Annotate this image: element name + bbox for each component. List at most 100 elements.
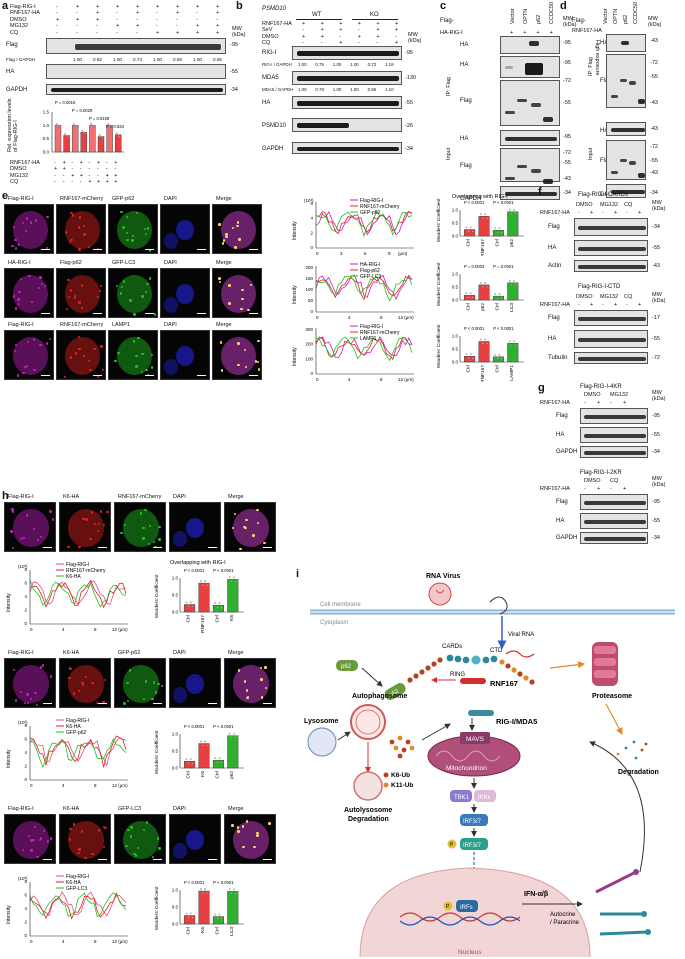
panel-b-row-mark: + [320, 21, 324, 27]
scale-bar [153, 546, 162, 548]
panel-b-q1-label: RIG-I / GAPDH [262, 62, 292, 67]
puncta [237, 669, 241, 672]
panel-a-bar-point [101, 137, 104, 139]
puncta [121, 285, 124, 289]
panel-a-bar-point [108, 124, 111, 127]
panel-b-gapdh-blot [292, 142, 402, 154]
panel-a-bar [80, 132, 87, 153]
puncta [71, 214, 75, 217]
panel-e-bar-point [471, 296, 474, 299]
panel-h-bars-title: Overlapping with RIG-I [170, 560, 226, 566]
panel-f-treatment: CQ [624, 202, 633, 208]
panel-h-legend-label: RNF167-mCherry [66, 568, 106, 574]
scale-bar [41, 374, 50, 376]
panel-h-pvalue: P < 0.0001 [213, 724, 234, 729]
panel-h-tile-title: K6-HA [63, 650, 80, 656]
puncta [225, 235, 228, 239]
panel-h-profile-y-tick: 6 [24, 581, 27, 586]
panel-i-schematic: Cell membrane Cytoplasm RNA Virus Viral … [304, 573, 675, 957]
panel-a-bar [54, 125, 62, 153]
panel-h-bars-y-tick: 0.0 [172, 610, 179, 615]
puncta [156, 837, 160, 840]
puncta [239, 547, 242, 551]
panel-e-bar-label: Ctrl [466, 365, 472, 372]
panel-h-bar-point [214, 913, 217, 916]
cytoplasm-label: Cytoplasm [320, 620, 348, 626]
panel-a-bottom-row-mark: + [88, 179, 92, 186]
panel-h-micrograph [114, 502, 166, 552]
panel-h-profile-ymax: (10³) [18, 876, 28, 881]
panel-g-mw-title: MW (kDa) [652, 476, 666, 488]
panel-e-profile-y-tick: 200 [305, 342, 313, 347]
panel-e-bars-y-tick: 1.0 [452, 208, 459, 213]
proteasome-label: Proteasome [592, 693, 632, 700]
panel-a-bottom-row-mark: + [54, 166, 58, 173]
panel-b-q1-value: 0.75 [315, 62, 324, 67]
puncta [50, 675, 53, 678]
puncta [51, 518, 55, 521]
puncta [145, 821, 149, 824]
panel-h-tile-title: K6-HA [63, 806, 80, 812]
puncta [102, 845, 105, 849]
panel-d-band [629, 161, 636, 165]
panel-e-tile-title: Merge [216, 260, 232, 266]
panel-d-blot [606, 184, 646, 198]
scale-bar [93, 374, 102, 376]
puncta [93, 347, 96, 351]
panel-e-bar-point [467, 296, 470, 299]
puncta [243, 348, 247, 352]
puncta [257, 339, 260, 343]
panel-b-row-mark: + [395, 27, 399, 34]
panel-c-blot-label: Flag [460, 163, 472, 169]
panel-a-row-label: Flag-RIG-I [10, 4, 36, 10]
panel-h-bars-y-tick: 0.5 [172, 593, 179, 598]
panel-g-blot-label: Flag [556, 413, 568, 419]
panel-e-bar-point [508, 340, 511, 343]
panel-a-bottom-row-mark: - [71, 179, 74, 186]
puncta [77, 226, 81, 229]
puncta [12, 668, 15, 672]
puncta [249, 283, 253, 287]
panel-e-profile-x-tick: 8 [380, 315, 383, 320]
panel-h-bar-label: Ctrl [186, 771, 192, 778]
panel-h-bar-point [199, 580, 202, 582]
puncta [158, 847, 161, 850]
panel-b-q2-value: 0.78 [315, 87, 324, 92]
panel-f-band [578, 226, 646, 230]
panel-e-micrograph [160, 204, 210, 254]
panel-e-micrograph [56, 330, 106, 380]
panel-a-bar [72, 125, 79, 153]
puncta [119, 292, 122, 295]
puncta [39, 666, 43, 669]
panel-h-profile-y-tick: 2 [24, 920, 27, 925]
scale-bar [145, 312, 154, 314]
puncta [142, 828, 146, 832]
panel-h-legend-label: Flag-RIG-I [66, 562, 89, 568]
panel-h-bar-point [220, 761, 223, 764]
mito-label: Mitochondrion [446, 765, 487, 772]
puncta [257, 368, 261, 371]
panel-a-row-mark: - [176, 23, 178, 30]
panel-e-bar-point [496, 297, 499, 299]
panel-e-micrograph [4, 268, 54, 318]
panel-b-psmd10-blot [292, 118, 402, 132]
nucleus-blob [172, 842, 188, 859]
rigi-chain-icon [446, 654, 498, 665]
c-col-header: OPTN [523, 8, 529, 24]
panel-e-bar-point [479, 338, 482, 341]
panel-a-bar-point [81, 129, 84, 132]
puncta [144, 290, 148, 294]
puncta [148, 277, 152, 281]
panel-e-bar-point [510, 212, 513, 215]
panel-h-tile-title: K6-HA [63, 494, 80, 500]
autocrine-label: Autocrine [550, 912, 576, 918]
panel-a-gapdh-label: GAPDH [6, 87, 28, 93]
panel-g-band [584, 451, 646, 455]
panel-h-bar-label: Ctrl [186, 615, 192, 622]
panel-d-blot [606, 54, 646, 108]
tbk1-label: TBK1 [454, 795, 470, 801]
panel-e-bar-point [515, 212, 517, 215]
panel-h-micrograph [59, 502, 111, 552]
scale-bar [41, 248, 50, 250]
panel-h-bars-y-tick: 0.0 [172, 766, 179, 771]
